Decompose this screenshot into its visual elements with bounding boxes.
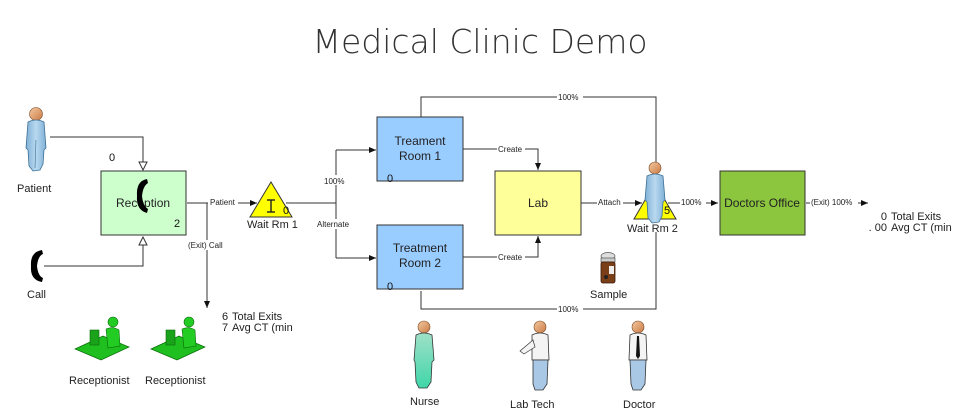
phone-handset-icon <box>30 250 43 282</box>
route-t2-create-lab[interactable] <box>463 236 541 258</box>
activity-reception[interactable]: Reception 2 <box>100 170 187 236</box>
activity-label-lab: Lab <box>528 196 548 210</box>
activity-treatment-room-2[interactable]: Treatment Room 2 0 <box>376 224 464 293</box>
queue-i-glyph <box>267 199 275 213</box>
activity-lab[interactable]: Lab <box>494 170 582 236</box>
activity-count-t1: 0 <box>387 173 393 185</box>
route-t2-to-wait2[interactable] <box>420 232 657 310</box>
activity-count-t2: 0 <box>387 281 393 293</box>
queue-wait-rm-2[interactable]: 5 Wait Rm 2 <box>627 161 678 235</box>
resource-label-lab-tech: Lab Tech <box>510 399 554 411</box>
exit-patient-total-value: 0 <box>881 211 887 223</box>
exit-stats-call: 6 Total Exits 7 Avg CT (min <box>222 311 293 334</box>
arrival-label-call: Call <box>27 289 46 301</box>
resource-label-receptionist-2: Receptionist <box>145 375 206 387</box>
resource-label-nurse: Nurse <box>410 396 439 408</box>
arrival-patient[interactable]: Patient 0 <box>17 107 115 196</box>
entity-label-sample: Sample <box>590 289 627 301</box>
exit-call-avgct-label: Avg CT (min <box>232 322 293 334</box>
route-t1-create-lab[interactable] <box>463 148 541 170</box>
exit-call-total-value: 6 <box>222 311 228 323</box>
route-label-attach: Attach <box>598 198 621 207</box>
activity-label-t2-line2: Room 2 <box>399 256 441 270</box>
page-title: Medical Clinic Demo <box>312 22 648 61</box>
arrival-label-patient: Patient <box>17 183 51 195</box>
route-label-t2-create: Create <box>498 253 523 262</box>
queue-wait-rm-1[interactable]: 0 Wait Rm 1 <box>247 181 298 231</box>
exit-call-avgct-value: 7 <box>222 322 228 334</box>
doctor-person-icon <box>628 320 648 391</box>
exit-patient-avgct-value: . 00 <box>869 222 887 234</box>
route-label-t1-top: 100% <box>558 93 578 102</box>
waiting-patient-person-icon <box>644 161 666 224</box>
activity-label-t1-line1: Treament <box>395 134 447 148</box>
activity-treatment-room-1[interactable]: Treament Room 1 0 <box>376 116 464 185</box>
exit-stats-patient: 0 Total Exits . 00 Avg CT (min <box>869 211 952 234</box>
route-label-doctors-exit: (Exit) 100% <box>811 198 852 207</box>
route-labels: Patient (Exit) Call 100% Alternate Creat… <box>186 92 858 314</box>
route-label-patient: Patient <box>210 198 236 207</box>
route-label-alternate: Alternate <box>317 220 350 229</box>
queue-label-wait1: Wait Rm 1 <box>247 219 298 231</box>
resource-receptionist-2[interactable]: Receptionist <box>145 316 206 387</box>
route-call-to-reception[interactable] <box>44 237 143 267</box>
activity-label-t2-line1: Treatment <box>393 241 448 255</box>
arrival-call[interactable]: Call <box>27 250 46 301</box>
arrival-count-patient: 0 <box>109 152 115 164</box>
lab-tech-person-icon <box>519 320 550 391</box>
receptionist-desk-icon <box>150 316 206 361</box>
resource-lab-tech[interactable]: Lab Tech <box>510 320 554 411</box>
route-label-t1-create: Create <box>498 145 523 154</box>
resource-doctor[interactable]: Doctor <box>623 320 656 411</box>
activity-label-doctors: Doctors Office <box>724 196 800 210</box>
nurse-person-icon <box>413 320 435 389</box>
queue-count-wait2: 5 <box>664 205 670 217</box>
exit-patient-total-label: Total Exits <box>891 211 942 223</box>
queue-count-wait1: 0 <box>283 205 289 217</box>
patient-person-icon <box>25 107 47 172</box>
route-t1-to-wait2[interactable] <box>420 96 657 167</box>
resource-label-doctor: Doctor <box>623 399 656 411</box>
sample-jar-icon <box>600 252 616 284</box>
entity-sample[interactable]: Sample <box>590 252 627 302</box>
phone-handset-icon <box>136 179 148 213</box>
activity-label-t1-line2: Room 1 <box>399 149 441 163</box>
queue-label-wait2: Wait Rm 2 <box>627 223 678 235</box>
activity-count-reception: 2 <box>174 218 180 230</box>
receptionist-desk-icon <box>74 316 130 361</box>
route-label-wait2-doctors: 100% <box>681 198 701 207</box>
route-patient-to-reception[interactable] <box>50 136 143 170</box>
resource-nurse[interactable]: Nurse <box>410 320 439 408</box>
route-label-exit-call: (Exit) Call <box>188 241 223 250</box>
resource-label-receptionist-1: Receptionist <box>69 375 130 387</box>
route-label-t2-bottom: 100% <box>558 305 578 314</box>
route-label-100-primary: 100% <box>324 177 344 186</box>
exit-call-total-label: Total Exits <box>232 311 283 323</box>
exit-patient-avgct-label: Avg CT (min <box>891 222 952 234</box>
resource-receptionist-1[interactable]: Receptionist <box>69 316 130 387</box>
activity-doctors-office[interactable]: Doctors Office <box>719 170 806 236</box>
